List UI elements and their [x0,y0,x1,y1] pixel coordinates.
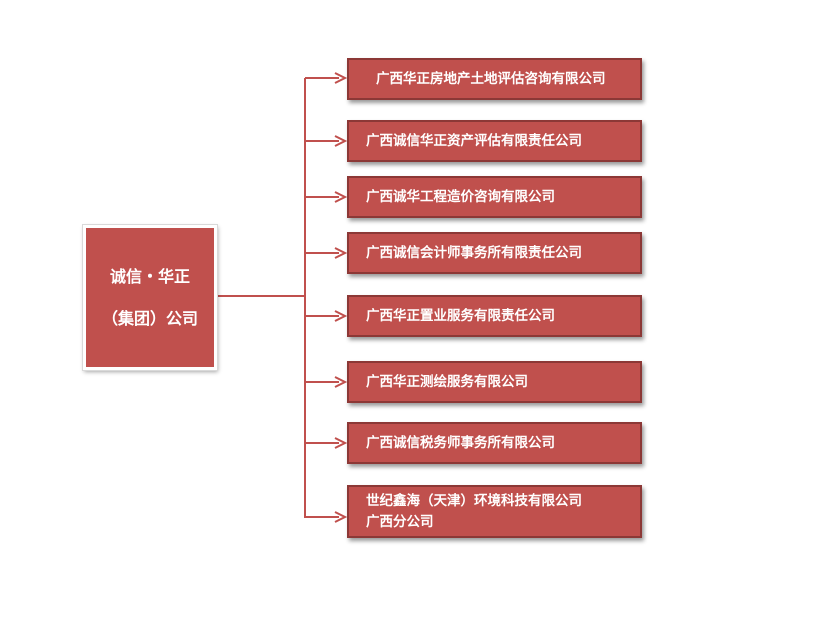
subsidiary-name: 广西诚信税务师事务所有限公司 [366,434,555,451]
subsidiary-name: 广西诚信会计师事务所有限责任公司 [366,244,582,261]
subsidiary-name-line-1: 世纪鑫海（天津）环境科技有限公司 [366,492,582,509]
subsidiary-box-asset-appraisal: 广西诚信华正资产评估有限责任公司 [347,120,642,162]
arrow-head-icon [334,135,348,147]
subsidiary-name: 广西诚信华正资产评估有限责任公司 [366,132,582,149]
arrow-head-icon [334,437,348,449]
arrow-head-icon [334,376,348,388]
subsidiary-name: 广西华正测绘服务有限公司 [366,373,528,390]
subsidiary-box-accounting-firm: 广西诚信会计师事务所有限责任公司 [347,232,642,274]
parent-company-name-line-1: 诚信・华正 [109,266,190,286]
subsidiary-box-environmental-tech: 世纪鑫海（天津）环境科技有限公司 广西分公司 [347,485,642,538]
parent-company-name-line-2: （集团）公司 [101,308,198,328]
subsidiary-name: 广西华正置业服务有限责任公司 [366,307,555,324]
arrow-head-icon [334,247,348,259]
subsidiary-box-property-services: 广西华正置业服务有限责任公司 [347,295,642,337]
parent-company-box: 诚信・华正 （集团）公司 [82,224,218,371]
arrow-head-icon [334,511,348,523]
subsidiary-box-engineering-cost: 广西诚华工程造价咨询有限公司 [347,176,642,218]
subsidiary-name: 广西诚华工程造价咨询有限公司 [366,188,555,205]
subsidiary-box-surveying: 广西华正测绘服务有限公司 [347,361,642,403]
arrow-head-icon [334,310,348,322]
subsidiary-name-line-2: 广西分公司 [366,513,434,530]
arrow-head-icon [334,72,348,84]
subsidiary-box-real-estate-appraisal: 广西华正房地产土地评估咨询有限公司 [347,58,642,100]
subsidiary-box-tax-firm: 广西诚信税务师事务所有限公司 [347,422,642,464]
subsidiary-name: 广西华正房地产土地评估咨询有限公司 [376,70,606,87]
arrow-head-icon [334,191,348,203]
